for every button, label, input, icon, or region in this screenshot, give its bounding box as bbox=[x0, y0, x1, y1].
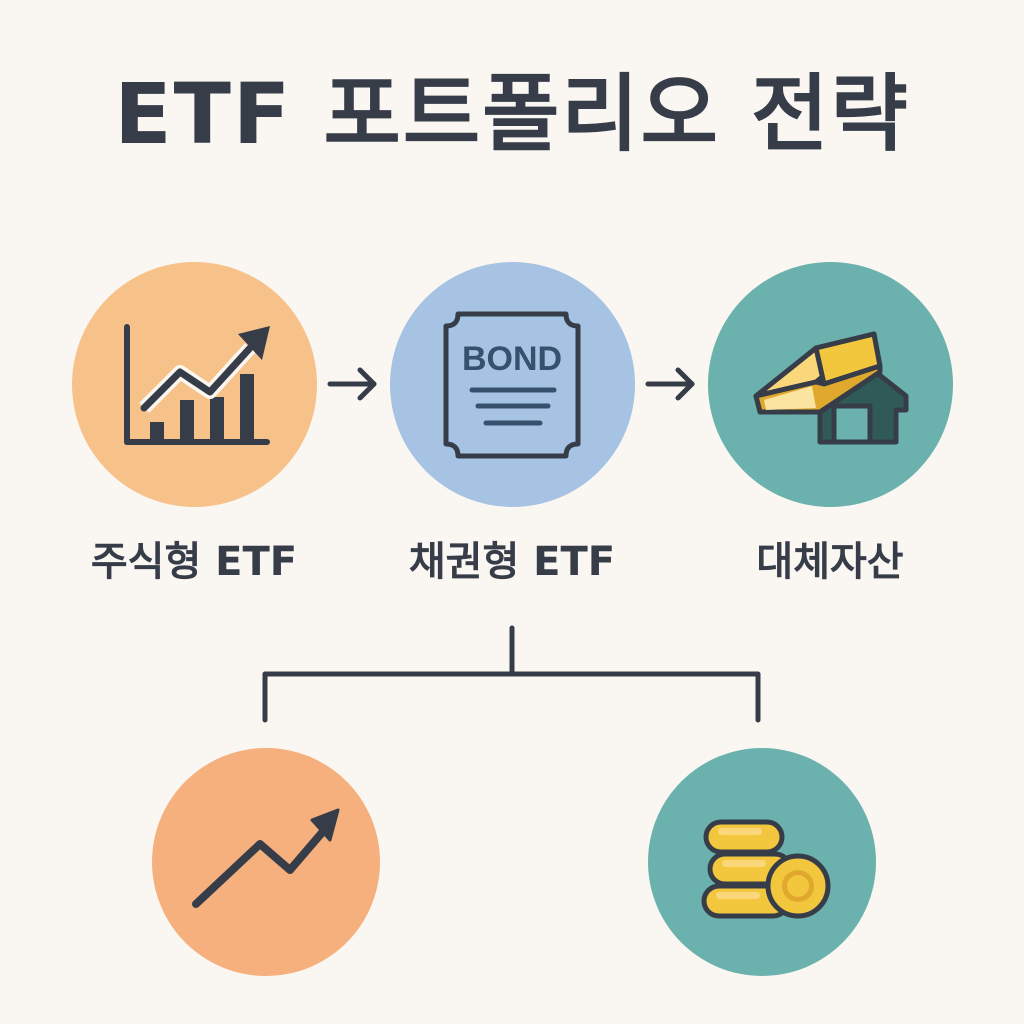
growth-circle bbox=[152, 748, 380, 976]
right-arrow-icon bbox=[327, 367, 377, 401]
bond-icon-text: BOND bbox=[462, 340, 562, 378]
stock-etf-label: 주식형 ETF bbox=[90, 539, 298, 585]
stock-etf-circle bbox=[72, 262, 317, 507]
bar-chart-up-icon bbox=[72, 262, 317, 507]
alternative-assets-circle bbox=[708, 262, 953, 507]
gold-bar-house-icon bbox=[708, 262, 953, 507]
branch-connector bbox=[262, 625, 761, 723]
alternative-assets-label: 대체자산 bbox=[756, 539, 904, 585]
bond-certificate-icon: BOND bbox=[390, 262, 635, 507]
coin-stack-icon bbox=[648, 748, 876, 976]
page-title: ETF 포트폴리오 전략 bbox=[114, 65, 910, 163]
bond-etf-circle: BOND bbox=[390, 262, 635, 507]
bond-etf-label: 채권형 ETF bbox=[408, 539, 616, 585]
growth-arrow-icon bbox=[152, 748, 380, 976]
right-arrow-icon bbox=[645, 367, 695, 401]
coins-circle bbox=[648, 748, 876, 976]
